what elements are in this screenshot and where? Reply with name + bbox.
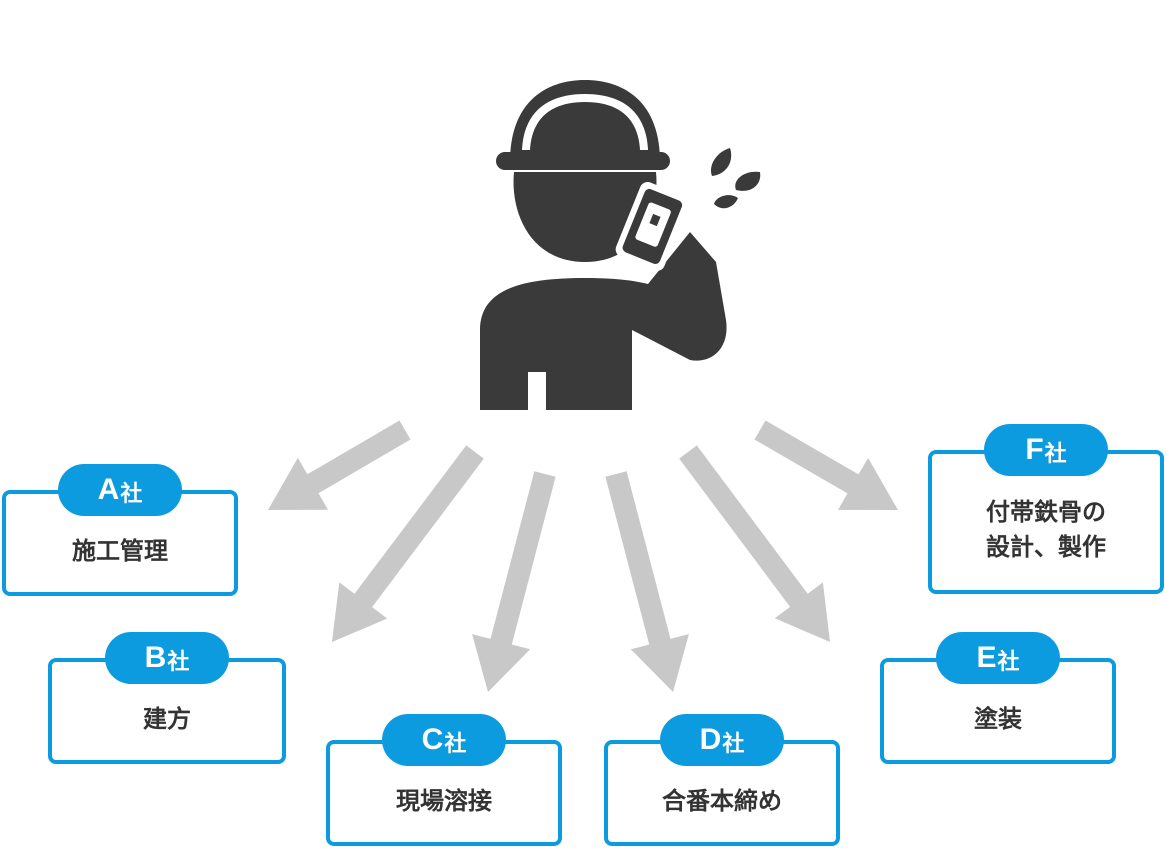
company-letter: E [976, 641, 997, 674]
arrow-to-company-a [268, 420, 411, 510]
company-suffix: 社 [444, 732, 467, 757]
arrow-to-company-c [472, 471, 556, 692]
company-role-f: 付帯鉄骨の 設計、製作 [986, 498, 1106, 561]
arrow-to-company-d [605, 471, 689, 692]
company-role-c: 現場溶接 [396, 786, 492, 815]
company-box-b: 建方 [48, 658, 286, 764]
company-letter: B [144, 641, 167, 674]
worker-on-phone-icon [480, 80, 761, 410]
arrow-to-company-e [679, 445, 830, 642]
company-letter: D [699, 723, 722, 756]
company-role-a: 施工管理 [72, 536, 168, 565]
arrow-to-company-b [332, 445, 484, 642]
arrow-to-company-f [754, 420, 898, 510]
company-suffix: 社 [167, 650, 190, 675]
company-suffix: 社 [1044, 442, 1067, 467]
company-letter: C [421, 723, 444, 756]
company-role-e: 塗装 [974, 704, 1022, 733]
company-letter: A [97, 473, 120, 506]
company-letter: F [1025, 433, 1044, 466]
company-role-d: 合番本締め [662, 786, 782, 815]
company-role-b: 建方 [143, 704, 191, 733]
company-suffix: 社 [120, 482, 143, 507]
company-suffix: 社 [997, 650, 1020, 675]
arrows-group [268, 420, 898, 692]
company-suffix: 社 [722, 732, 745, 757]
